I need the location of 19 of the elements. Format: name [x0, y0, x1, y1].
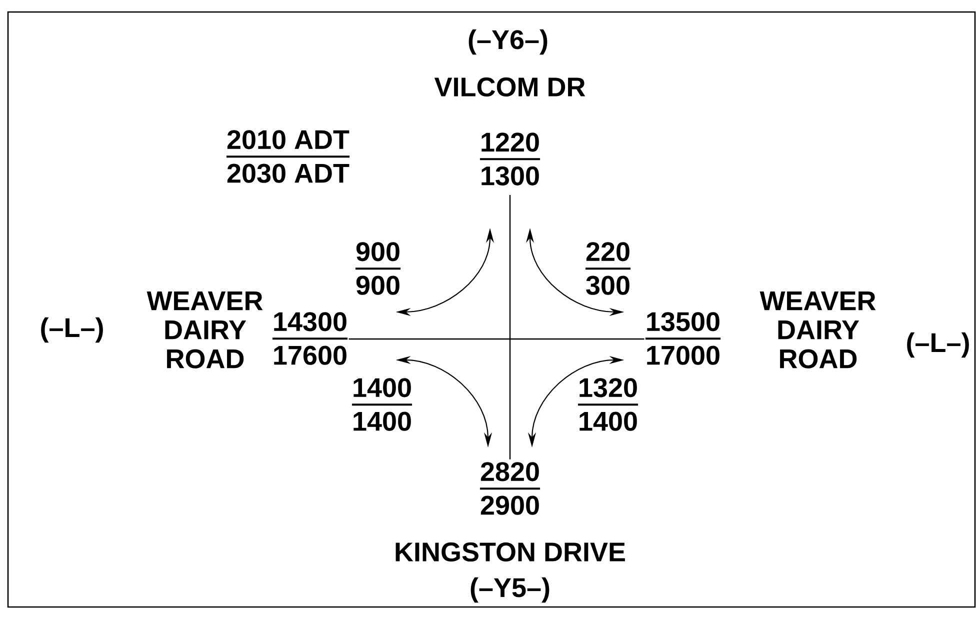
route-designation: (–L–) [907, 332, 969, 358]
turning-volume: 900 900 [355, 242, 401, 295]
traffic-volume: 1220 1300 [480, 132, 540, 186]
road-name: VILCOM DR [434, 77, 586, 97]
traffic-volume: 2820 2900 [480, 462, 540, 515]
turning-volume: 1320 1400 [578, 378, 638, 431]
route-designation: (–Y5–) [470, 577, 550, 603]
traffic-volume: 14300 17600 [272, 312, 348, 365]
road-line [509, 194, 511, 460]
traffic-volume: 13500 17000 [645, 312, 721, 365]
road-name: WEAVER DAIRY ROAD [146, 292, 263, 368]
road-name: KINGSTON DRIVE [396, 542, 625, 562]
year-legend: 2010 ADT 2030 ADT [226, 130, 350, 183]
turning-volume: 1400 1400 [352, 378, 412, 431]
route-designation: (–Y6–) [468, 29, 548, 55]
route-designation: (–L–) [41, 317, 103, 343]
road-name: WEAVER DAIRY ROAD [760, 292, 876, 368]
turning-volume: 220 300 [585, 242, 631, 295]
road-line [348, 338, 644, 340]
